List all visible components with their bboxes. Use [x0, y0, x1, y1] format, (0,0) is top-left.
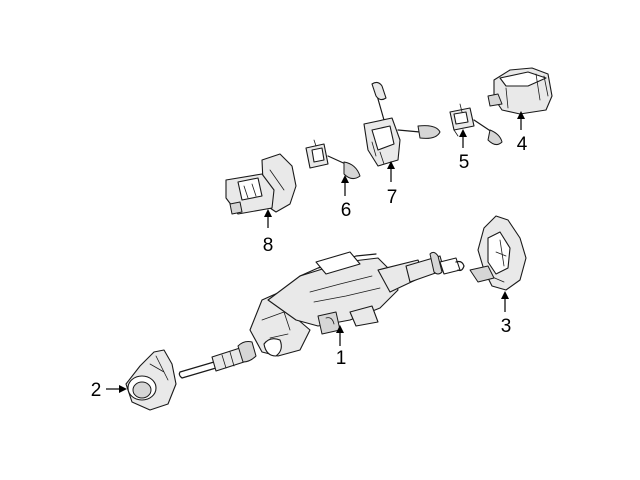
- callout-arrow-7: [387, 161, 395, 182]
- combination-switch-part: [305, 139, 361, 180]
- callout-arrow-3: [501, 291, 509, 312]
- callout-arrow-4: [517, 111, 525, 130]
- callout-label-8: 8: [263, 235, 274, 256]
- callout-label-2: 2: [91, 380, 102, 401]
- multifunction-switch-part: [363, 81, 441, 167]
- steering-column-part: [178, 251, 465, 379]
- callout-arrow-6: [341, 175, 349, 196]
- callout-label-6: 6: [341, 200, 352, 221]
- steering-column-boot-part: [125, 349, 177, 411]
- callout-arrow-8: [264, 209, 272, 228]
- callout-label-3: 3: [501, 316, 512, 337]
- callout-label-5: 5: [459, 152, 470, 173]
- callout-label-4: 4: [517, 134, 528, 155]
- callout-arrow-1: [336, 325, 344, 346]
- callout-arrow-2: [106, 385, 127, 393]
- small-switch-part: [449, 103, 503, 146]
- callout-label-7: 7: [387, 187, 398, 208]
- column-cover-part: [469, 215, 527, 291]
- upper-cover-part: [487, 67, 553, 115]
- callout-arrow-5: [459, 129, 467, 148]
- bracket-part: [225, 153, 297, 215]
- callout-label-1: 1: [336, 348, 347, 369]
